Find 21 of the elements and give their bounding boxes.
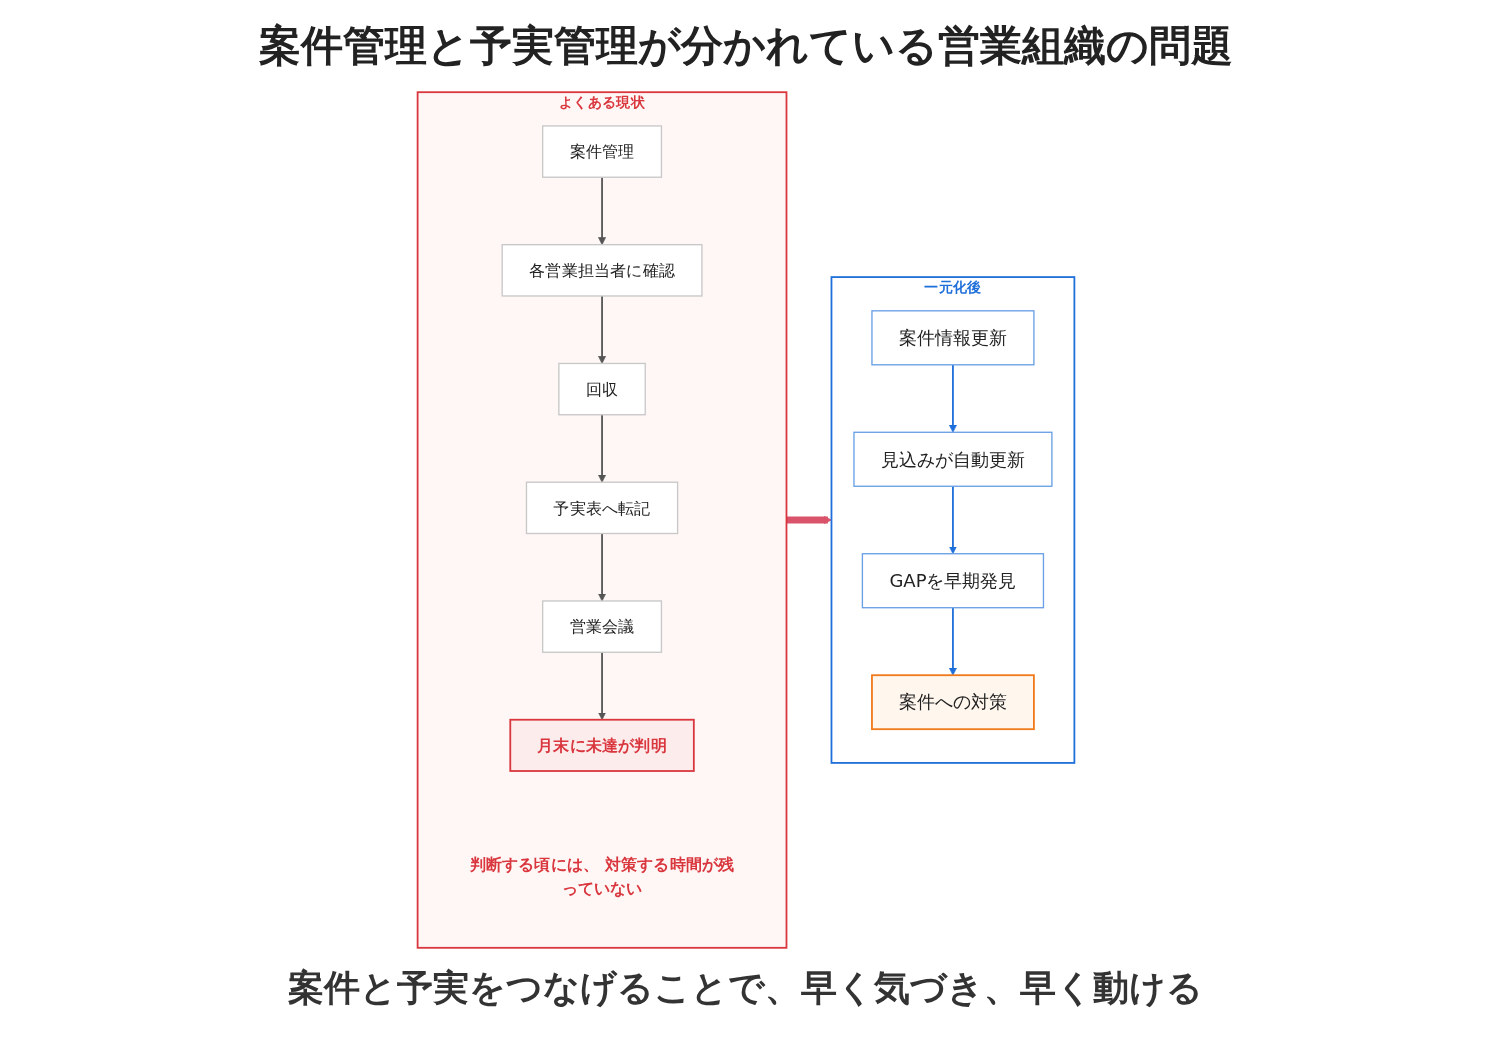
caption: 案件と予実をつなげることで、早く気づき、早く動ける xyxy=(287,966,1204,1010)
node-box: 回収 xyxy=(557,362,646,416)
arrow xyxy=(948,485,957,555)
node-box: 案件への対策 xyxy=(870,674,1035,731)
node-box: 案件管理 xyxy=(541,125,662,178)
node-box: 営業会議 xyxy=(541,600,662,653)
node-box: 見込みが自動更新 xyxy=(852,431,1053,487)
title: 案件管理と予実管理が分かれている営業組織の問題 xyxy=(257,20,1234,72)
arrow xyxy=(948,363,957,433)
node-text: 判断する頃には、 対策する時間が残っていない xyxy=(469,854,734,898)
node-box: 案件情報更新 xyxy=(870,310,1035,366)
arrow xyxy=(597,176,606,246)
node-box: 各営業担当者に確認 xyxy=(501,244,703,297)
node-box: 予実表へ転記 xyxy=(525,481,678,535)
arrow xyxy=(597,413,606,483)
arrow xyxy=(597,532,606,602)
node-box: GAPを早期発見 xyxy=(861,553,1044,609)
node-box: 月末に未達が判明 xyxy=(508,718,695,772)
arrow xyxy=(597,295,606,364)
arrow xyxy=(597,651,606,721)
arrow xyxy=(948,606,957,676)
